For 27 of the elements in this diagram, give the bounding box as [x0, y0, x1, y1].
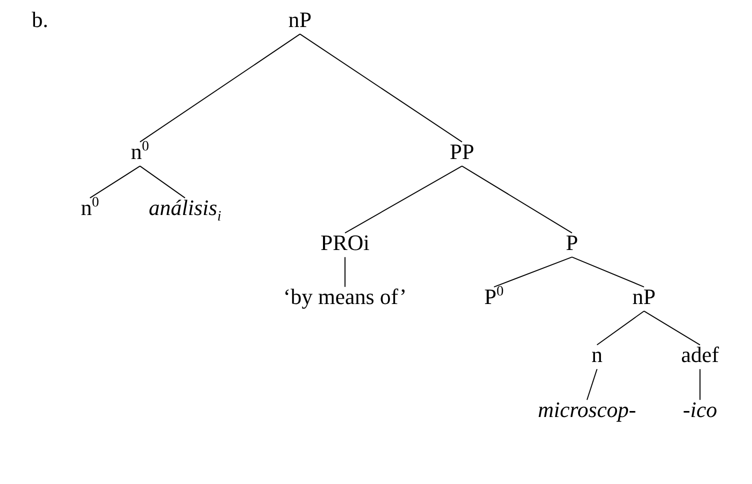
branch-line — [300, 34, 462, 142]
branch-line — [572, 256, 644, 288]
tree-node-label: -ico — [682, 398, 718, 422]
tree-node-label: adef — [681, 342, 719, 368]
example-label: b. — [32, 8, 48, 32]
branch-line — [140, 34, 300, 142]
tree-node-label: n$^{0}$ — [130, 140, 150, 164]
tree-node-label: n — [592, 342, 602, 368]
tree-node-label: n$^{0}$ — [80, 196, 100, 220]
branch-line — [462, 166, 572, 234]
branch-line — [494, 256, 572, 288]
tree-node-label: P — [566, 230, 578, 256]
tree-node-label: P$^{0}$ — [484, 284, 504, 310]
branch-line — [596, 310, 644, 346]
branch-line — [344, 166, 462, 234]
branch-line — [644, 310, 700, 346]
branch-line — [140, 166, 186, 198]
branch-line — [586, 368, 598, 400]
tree-node-label: nP — [632, 284, 656, 310]
branch-line — [90, 166, 140, 198]
tree-node-label: análisis$_{i}$ — [148, 196, 222, 220]
tree-node-label: PP — [450, 140, 474, 164]
tree-node-label: ‘by means of’ — [283, 284, 407, 310]
tree-node-label: microscop- — [538, 398, 636, 422]
branch-line — [344, 256, 346, 288]
tree-node-label: nP — [288, 8, 312, 32]
tree-node-label: PROi — [320, 230, 370, 256]
